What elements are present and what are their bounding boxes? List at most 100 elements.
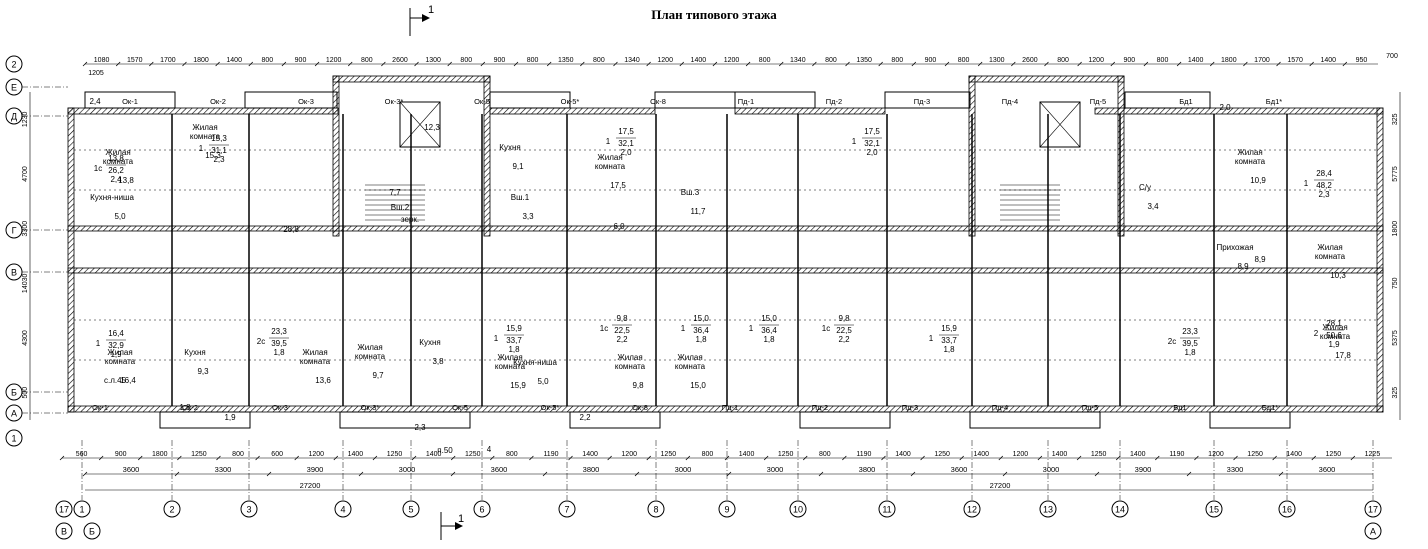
dim-bottom-1-tick [59, 455, 65, 461]
room-area: 10,9 [1250, 176, 1266, 185]
apartment-total-area: 32,1 [864, 139, 880, 148]
dim-top-value: 800 [593, 57, 605, 64]
column-axis-12-circle [963, 500, 981, 518]
dim-top-tick [115, 61, 121, 67]
section-mark-top: 1 [409, 4, 434, 36]
door-mark-bottom: Пд-4 [992, 403, 1008, 412]
dim-bottom-1-tick [1037, 455, 1043, 461]
wall-corridor-top [67, 225, 1384, 232]
apartment-total-area: 36,4 [693, 326, 709, 335]
room-name: С/у [1139, 183, 1151, 192]
room-name: Кухня-ниша [513, 358, 557, 367]
column-axis-13-circle [1039, 500, 1057, 518]
dim-top-value: 1200 [724, 57, 740, 64]
door-mark-top: Пд-2 [826, 97, 842, 106]
apartment-living-area: 15,0 [761, 314, 777, 323]
dim-top-value: 800 [262, 57, 274, 64]
column-axis-8-circle [647, 500, 665, 518]
door-mark-top: Ок-8 [650, 97, 666, 106]
row-axis-Б-circle [5, 383, 23, 401]
dim-bottom-1-tick [568, 455, 573, 461]
dim-top-value: 1800 [1221, 57, 1237, 64]
apartment-total-area: 33,7 [506, 336, 522, 345]
dim-top-tick [447, 61, 452, 67]
dim-bottom-1-value: 1400 [426, 451, 442, 458]
apartment-balcony-area: 1,9 [1328, 340, 1340, 349]
dim-bottom-1-tick [216, 455, 221, 461]
balcony [244, 91, 338, 109]
misc-label: Вш.2 [391, 203, 410, 212]
dim-top-tick [1243, 61, 1248, 67]
room-area: 9,1 [512, 162, 524, 171]
dim-bottom-1-tick [372, 455, 378, 461]
row-axis-Е-label: Е [11, 83, 17, 93]
dim-bottom-1-tick [1194, 455, 1199, 461]
room-name: Вш.1 [511, 193, 530, 202]
dim-bottom-1-tick [763, 455, 769, 461]
column-axis-15-label: 15 [1209, 505, 1219, 515]
apartment-total-area: 31,1 [211, 146, 227, 155]
room-name: Кухня-ниша [90, 193, 134, 202]
room-name: Жилая [1317, 243, 1342, 252]
door-mark-top: Ок-3* [385, 97, 404, 106]
dim-top-value: 1400 [1320, 57, 1336, 64]
column-axis-extra-label: Б [89, 527, 95, 537]
dim-bottom-1-tick [920, 455, 925, 461]
dim-bottom-1-tick [802, 455, 808, 461]
door-mark-top: Ок-1 [122, 97, 138, 106]
dim-bottom-2-tick [542, 471, 548, 477]
dim-bottom-1-tick [1272, 455, 1277, 461]
dim-bottom-1-value: 1800 [152, 451, 168, 458]
balcony [84, 91, 176, 109]
dim-bottom-2-value: 3600 [951, 465, 968, 474]
apartment-label: 1с [822, 324, 830, 333]
room-area: 15,9 [510, 381, 526, 390]
dim-top-tick [347, 61, 353, 67]
apartment-balcony-area: 2,3 [213, 155, 225, 164]
dim-bottom-1-value: 800 [819, 451, 831, 458]
dim-bottom-1-tick [411, 455, 417, 461]
row-axis-А-label: А [11, 409, 17, 419]
lift-cross [399, 101, 441, 148]
dim-bottom-1-tick [607, 455, 612, 461]
dim-bottom-1-value: 800 [506, 451, 518, 458]
dim-bottom-1-tick [294, 455, 299, 461]
room-name: Жилая [357, 343, 382, 352]
dim-top-tick [1077, 61, 1082, 67]
dim-top-tick [182, 61, 187, 67]
wall-top-mid-right [734, 107, 886, 115]
dim-top-small: 700 [1386, 53, 1398, 60]
dim-top-value: 1570 [127, 57, 143, 64]
dim-left-value: 4700 [22, 166, 29, 182]
dim-bottom-1-tick [959, 455, 964, 461]
dim-top-tick [546, 61, 552, 67]
dim-top-value: 1400 [1188, 57, 1204, 64]
apartment-label: 1с [94, 164, 102, 173]
dim-top-tick [1011, 61, 1016, 67]
dim-top-tick [845, 61, 850, 67]
dim-bottom-1-tick [98, 455, 104, 461]
dim-bottom-1-tick [137, 455, 143, 461]
dim-bottom-2-value: 3000 [1043, 465, 1060, 474]
column-axis-3-label: 3 [246, 505, 251, 515]
dim-bottom-1-value: 1250 [191, 451, 207, 458]
dim-bottom-2-tick [1094, 471, 1100, 477]
column-axis-7-label: 7 [564, 505, 569, 515]
room-name: Кухня [499, 143, 520, 152]
apartment-label: 1 [199, 144, 204, 153]
dim-bottom-2-value: 3600 [491, 465, 508, 474]
dim-top-tick [1110, 61, 1116, 67]
dim-bottom-2-value: 3600 [1319, 465, 1336, 474]
apartment-label: 1 [749, 324, 754, 333]
room-name: комната [105, 357, 136, 366]
dim-top-tick [613, 61, 618, 67]
column-axis-extra-circle [55, 522, 73, 540]
dim-bottom-1-value: 1200 [308, 451, 324, 458]
dim-left-value: 14030 [22, 273, 29, 293]
row-axis-Д-circle [5, 107, 23, 125]
apartment-living-area: 16,4 [108, 329, 124, 338]
dim-bottom-1-value: 1400 [582, 451, 598, 458]
dim-top-value: 2600 [392, 57, 408, 64]
